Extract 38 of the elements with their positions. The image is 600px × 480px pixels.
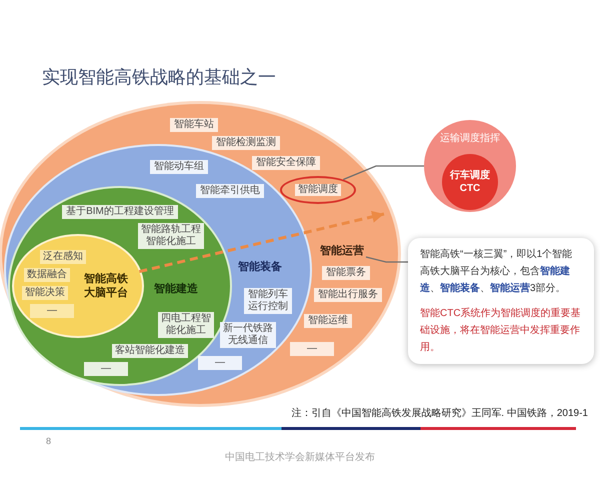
callout-box	[408, 238, 594, 364]
feature-tag: 智能牵引供电	[196, 184, 264, 198]
feature-tag: —	[30, 304, 74, 318]
feature-tag: 智能列车运行控制	[244, 288, 292, 314]
feature-tag: 智能出行服务	[314, 288, 382, 302]
region-label: 智能建造	[153, 282, 199, 296]
connector-line	[366, 256, 408, 263]
feature-tag: 智能运维	[304, 314, 352, 328]
feature-tag: 智能票务	[322, 266, 370, 280]
region-label: 智能装备	[237, 260, 283, 274]
ellipse-region	[14, 236, 142, 336]
callout-text: 智能高铁“一核三翼”，即以1个智能高铁大脑平台为核心，包含智能建造、智能装备、智能运营3部分。	[420, 248, 574, 296]
circle-label: 运输调度指挥	[439, 132, 501, 146]
dashed-arrow	[138, 210, 384, 274]
feature-tag: 智能路轨工程智能化施工	[138, 223, 204, 249]
slide-title: 实现智能高铁战略的基础之一	[42, 66, 276, 88]
feature-tag: —	[84, 362, 128, 376]
feature-tag: 基于BIM的工程建设管理	[62, 205, 178, 219]
citation-note: 注：引自《中国智能高铁发展战略研究》王同军. 中国铁路，2019-1	[291, 408, 588, 420]
feature-tag: 智能决策	[22, 286, 68, 300]
feature-tag: 智能安全保障	[252, 156, 320, 170]
feature-tag: —	[198, 356, 242, 370]
feature-tag: 新一代铁路无线通信	[220, 322, 276, 348]
feature-tag: 智能车站	[170, 118, 218, 132]
feature-tag: 智能检测监测	[212, 136, 280, 150]
feature-tag: 智能调度	[295, 184, 341, 196]
connector-line	[343, 165, 424, 180]
feature-tag: 客站智能化建造	[112, 344, 188, 358]
feature-tag: 泛在感知	[40, 250, 86, 264]
feature-tag: 四电工程智能化施工	[158, 312, 214, 338]
footer-text: 中国电工技术学会新媒体平台发布	[225, 452, 375, 464]
region-label: 智能高铁大脑平台	[83, 272, 129, 300]
feature-tag: 数据融合	[24, 268, 70, 282]
region-label: 智能运营	[318, 244, 366, 258]
callout-text: 智能CTC系统作为智能调度的重要基础设施，将在智能运营中发挥重要作用。	[420, 306, 582, 355]
page-number: 8	[46, 436, 52, 447]
feature-tag: —	[290, 342, 334, 356]
feature-tag: 智能动车组	[150, 160, 208, 174]
